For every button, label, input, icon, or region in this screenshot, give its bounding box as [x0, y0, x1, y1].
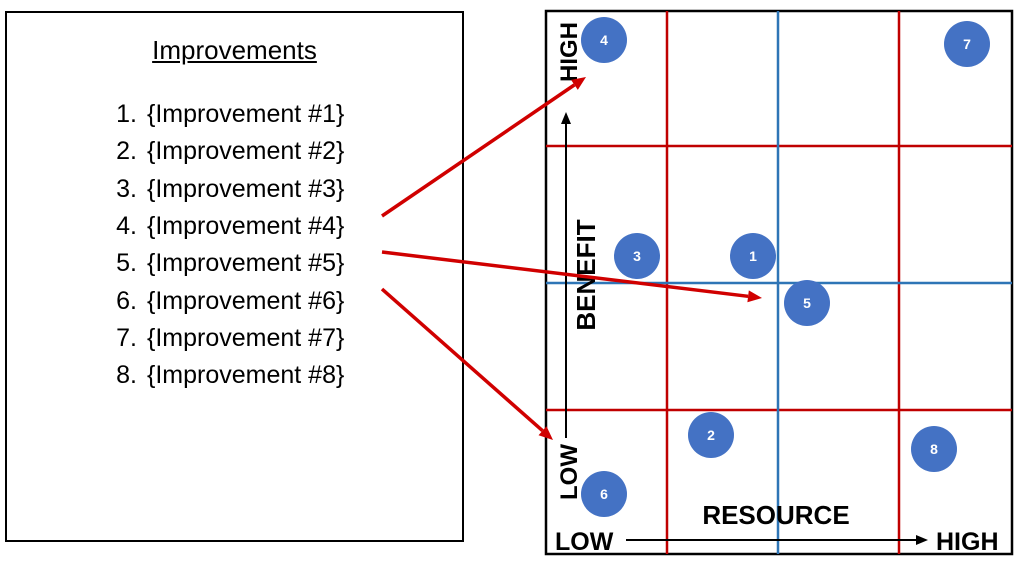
list-title: Improvements	[152, 35, 317, 65]
list-item-number: 3.	[116, 174, 137, 203]
marker-label: 4	[600, 32, 608, 48]
list-item-number: 5.	[116, 249, 137, 278]
list-item-label: {Improvement #4}	[147, 211, 345, 240]
x-axis-high-label: HIGH	[936, 528, 999, 556]
arrow-line	[381, 250, 749, 299]
list-item-label: {Improvement #5}	[147, 249, 345, 278]
list-item-number: 4.	[116, 211, 137, 240]
list-item-number: 8.	[116, 361, 137, 390]
y-axis-arrowhead	[561, 112, 571, 124]
marker-label: 8	[930, 441, 938, 457]
list-item-label: {Improvement #1}	[147, 100, 345, 128]
marker-circle	[784, 280, 830, 326]
list-item-2: 2. {Improvement #2}	[93, 136, 344, 166]
marker-circle	[911, 426, 957, 472]
arrow-line	[380, 287, 544, 433]
arrow-line	[381, 83, 576, 218]
list-item-label: {Improvement #2}	[147, 137, 345, 166]
x-axis-low-label: LOW	[555, 528, 614, 556]
y-axis-high-label: HIGH	[556, 22, 583, 82]
marker-circle	[688, 412, 734, 458]
marker-3: 3	[614, 233, 660, 279]
connector-arrows	[380, 77, 762, 440]
marker-circle	[581, 471, 627, 517]
list-item-6: 6. {Improvement #6}	[93, 286, 344, 316]
list-item-4: 4. {Improvement #4}	[93, 211, 344, 241]
list-item-8: 8. {Improvement #8}	[93, 360, 344, 390]
marker-label: 2	[707, 427, 715, 443]
list-item-7: 7. {Improvement #7}	[93, 323, 344, 353]
list-item-label: {Improvement #3}	[147, 174, 345, 203]
marker-label: 1	[749, 248, 757, 264]
improvement-markers: 1 2 3 4 5 6 7 8	[581, 17, 990, 517]
marker-label: 3	[633, 248, 641, 264]
arrow-head	[538, 426, 553, 440]
x-axis-title: RESOURCE	[702, 500, 849, 530]
connector-arrow-6	[380, 287, 553, 440]
list-item-number: 2.	[116, 137, 137, 166]
marker-circle	[944, 21, 990, 67]
marker-7: 7	[944, 21, 990, 67]
connector-arrow-4	[381, 77, 586, 218]
list-item-label: {Improvement #7}	[147, 323, 345, 352]
list-item-number: 1.	[116, 100, 137, 128]
list-item-5: 5. {Improvement #5}	[93, 248, 344, 278]
arrow-head	[571, 77, 586, 90]
marker-label: 5	[803, 295, 811, 311]
marker-circle	[730, 233, 776, 279]
grid-lines	[546, 11, 1012, 554]
marker-1: 1	[730, 233, 776, 279]
improvements-panel: Improvements 1. {Improvement #1} 2. {Improv…	[5, 11, 464, 542]
y-axis-low-label: LOW	[556, 444, 583, 500]
marker-label: 7	[963, 36, 971, 52]
marker-4: 4	[581, 17, 627, 63]
arrow-head	[747, 290, 762, 303]
x-axis-arrowhead	[916, 535, 928, 545]
list-item-3: 3. {Improvement #3}	[93, 174, 344, 204]
marker-6: 6	[581, 471, 627, 517]
list-item-label: {Improvement #8}	[147, 361, 345, 390]
list-item-1: 1. {Improvement #1}	[93, 99, 344, 129]
connector-arrow-5	[381, 250, 762, 303]
marker-label: 6	[600, 486, 608, 502]
marker-circle	[581, 17, 627, 63]
list-item-number: 7.	[116, 323, 137, 352]
marker-2: 2	[688, 412, 734, 458]
list-item-label: {Improvement #6}	[147, 286, 345, 315]
marker-8: 8	[911, 426, 957, 472]
marker-circle	[614, 233, 660, 279]
marker-5: 5	[784, 280, 830, 326]
list-item-number: 6.	[116, 286, 137, 315]
